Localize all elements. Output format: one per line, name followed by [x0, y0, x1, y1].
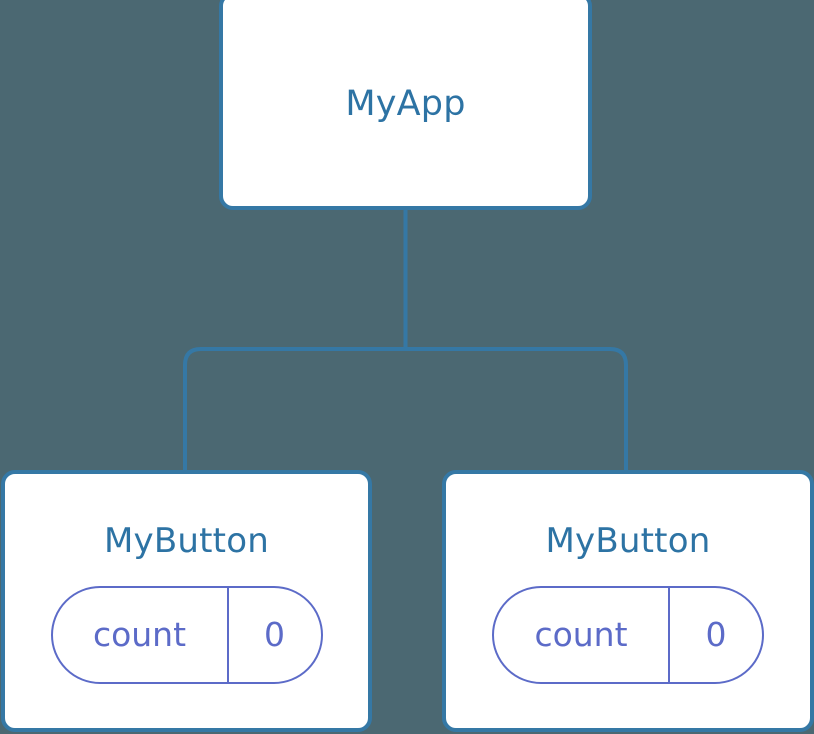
child-node-right-state-pill[interactable]: count 0: [492, 586, 764, 684]
edge-to-child-right: [405, 347, 628, 471]
child-node-left-state-key: count: [92, 614, 187, 654]
edge-to-child-left: [183, 347, 406, 471]
child-node-left[interactable]: MyButton count 0: [1, 470, 372, 732]
child-node-left-state-pill[interactable]: count 0: [50, 586, 323, 684]
child-node-right-title: MyButton: [545, 521, 711, 561]
child-node-left-state-value: 0: [226, 588, 321, 682]
child-node-right[interactable]: MyButton count 0: [442, 470, 814, 732]
root-node[interactable]: MyApp: [219, 0, 592, 210]
child-node-left-title: MyButton: [104, 521, 269, 561]
child-node-right-state-value: 0: [668, 588, 762, 682]
root-node-title: MyApp: [345, 83, 466, 124]
child-node-right-state-key: count: [534, 614, 628, 654]
